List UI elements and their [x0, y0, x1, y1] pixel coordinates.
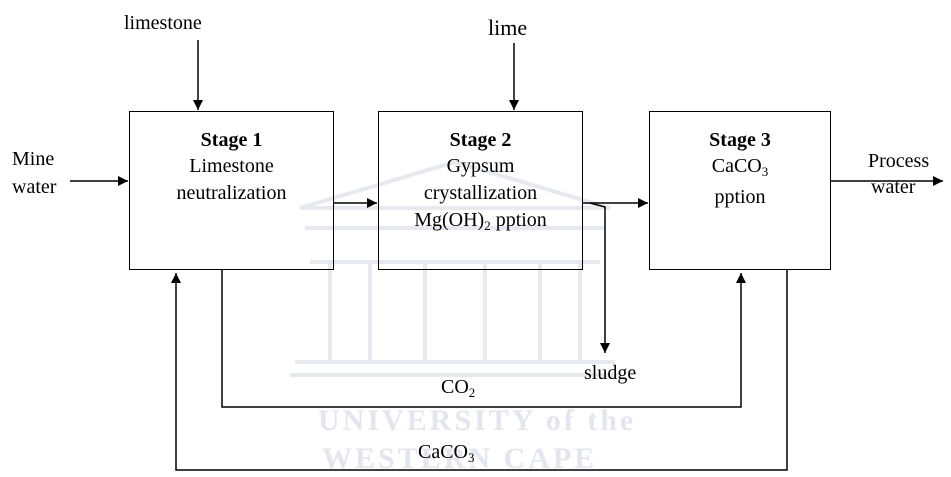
sludge-label: sludge [584, 362, 637, 384]
caco3-label: CaCO3 [418, 441, 475, 465]
watermark-university: UNIVERSITY of the [318, 404, 637, 437]
limestone-label: limestone [124, 12, 202, 34]
sludge-arrow [589, 202, 610, 353]
stage-2-line3: Mg(OH)2 pption [414, 209, 547, 233]
lime-label: lime [488, 15, 528, 40]
co2-recycle-arrow [221, 270, 746, 408]
stage-3-box: Stage 3 CaCO3 pption [649, 111, 831, 270]
stage-1-line2: neutralization [176, 182, 287, 204]
stage-2-box: Stage 2 Gypsum crystallization Mg(OH)2 p… [378, 111, 583, 270]
stage-3-line2: pption [714, 186, 766, 208]
process-water-label: Process water [868, 150, 930, 198]
stage-3-title: Stage 3 [709, 129, 771, 151]
stage-1-box: Stage 1 Limestone neutralization [129, 111, 334, 270]
stage-2-line2: crystallization [423, 182, 538, 204]
stage-2-title: Stage 2 [449, 129, 512, 151]
mine-water-label: Mine water [12, 148, 57, 198]
stage-1-title: Stage 1 [200, 129, 263, 151]
co2-label: CO2 [441, 376, 476, 400]
stage-2-line1: Gypsum [446, 155, 515, 177]
stage-3-line1: CaCO3 [711, 155, 769, 179]
stage-1-line1: Limestone [189, 155, 274, 177]
caco3-recycle-arrow [171, 270, 788, 471]
